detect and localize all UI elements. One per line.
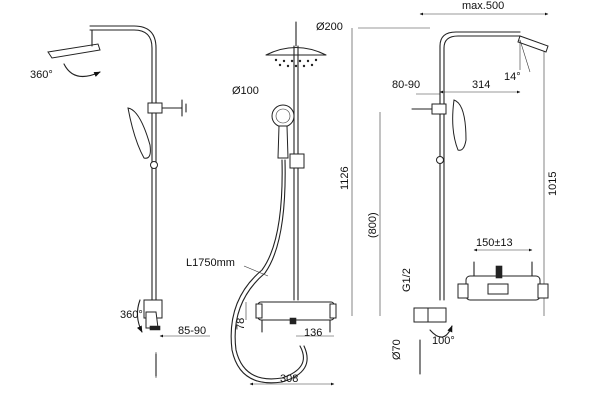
label-flange-diameter: Ø70 <box>391 339 403 360</box>
riser-pipe <box>89 29 153 301</box>
label-rail-height: (800) <box>367 212 379 238</box>
label-tilt-angle: 14° <box>504 71 521 83</box>
hand-shower-front <box>271 104 305 169</box>
riser-pipe-outline <box>89 25 157 301</box>
overhead-shower-front <box>265 21 327 68</box>
label-arm-reach: 314 <box>472 79 490 91</box>
front-view-center <box>230 21 337 386</box>
label-mixer-height: 78 <box>235 318 247 330</box>
shower-hose <box>230 159 308 384</box>
label-hand-diameter: Ø100 <box>232 85 259 97</box>
label-mixer-depth: 136 <box>304 327 322 339</box>
label-wall-gap: 80-90 <box>392 79 420 91</box>
label-outlet-angle: 100° <box>432 335 455 347</box>
label-connection: G1/2 <box>401 268 413 292</box>
hose-leader-line <box>243 265 269 277</box>
side-view-right <box>351 12 549 375</box>
label-arm-max: max.500 <box>462 0 504 12</box>
label-head-diameter: Ø200 <box>316 21 343 33</box>
thermostatic-mixer-top <box>457 261 549 301</box>
label-hose-spread: 308 <box>280 373 298 385</box>
lower-wall-mount <box>143 299 163 378</box>
label-total-height: 1126 <box>339 166 351 190</box>
label-head-height: 1015 <box>547 172 559 196</box>
overhead-shower-head <box>47 29 101 59</box>
hand-shower-side <box>127 99 187 169</box>
lower-connection-right <box>413 307 453 375</box>
label-rotation-head: 360° <box>30 69 53 81</box>
label-hose-length: L1750mm <box>186 257 235 269</box>
thermostatic-mixer-front <box>255 301 337 333</box>
rotation-arrow-head <box>63 63 101 78</box>
label-outlet-offset: 85-90 <box>178 325 206 337</box>
label-rotation-outlet: 360° <box>120 309 143 321</box>
hand-shower-right <box>411 99 467 164</box>
label-center-distance: 150±13 <box>476 237 513 249</box>
overhead-shower-right <box>517 35 549 53</box>
side-view-left <box>47 25 210 378</box>
rotation-arrow-outlet <box>136 299 143 333</box>
